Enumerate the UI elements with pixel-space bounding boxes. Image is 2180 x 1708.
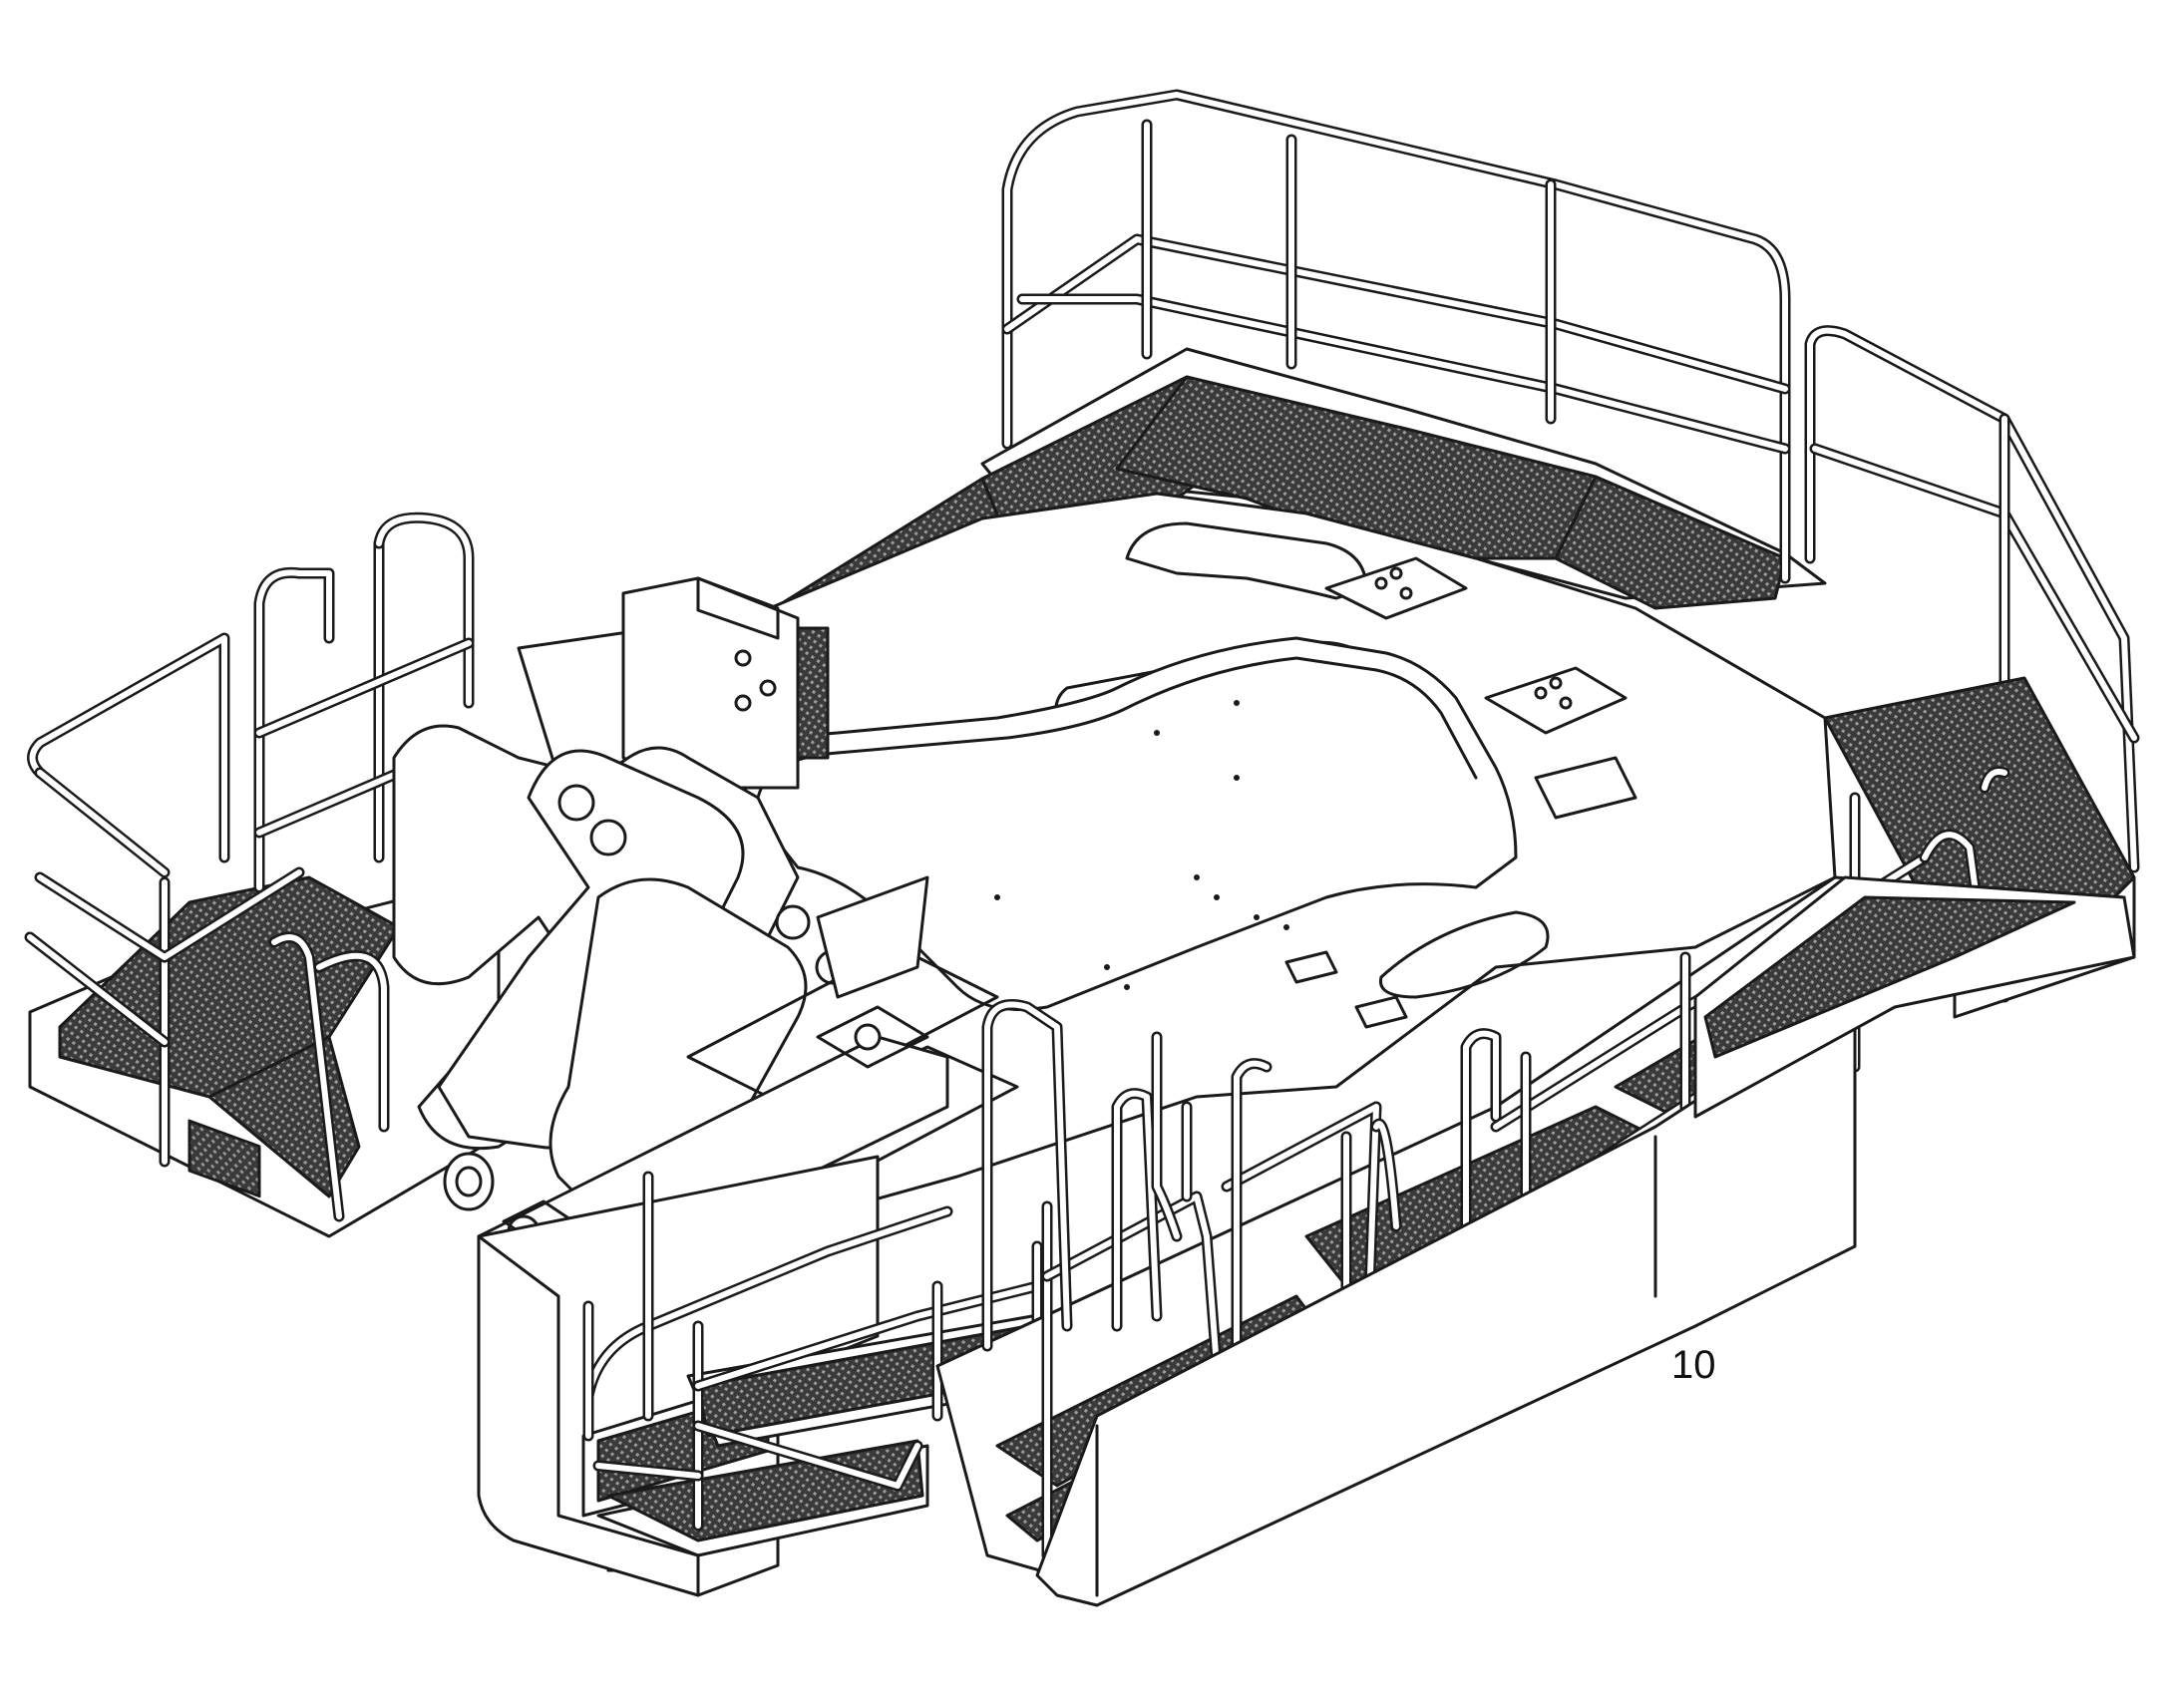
lug-hole-2 [589,819,627,856]
right-walkway [1693,875,2136,1119]
upper-frame [517,492,1837,1228]
boom-foot-mounts [392,724,1019,1225]
center-access-handrail [981,999,1183,1352]
rear-grating-3 [1554,475,1787,610]
mount-pad-2 [1484,666,1628,735]
mount-pad-1 [1324,556,1468,620]
figure-callout-number: 10 [1671,1343,1716,1387]
lug-hole-1 [557,784,595,822]
rear-handrail [1001,89,1791,584]
front-step-handrail [582,1171,1043,1532]
left-vent-grille [187,1119,261,1198]
front-base-box [477,995,1857,1607]
